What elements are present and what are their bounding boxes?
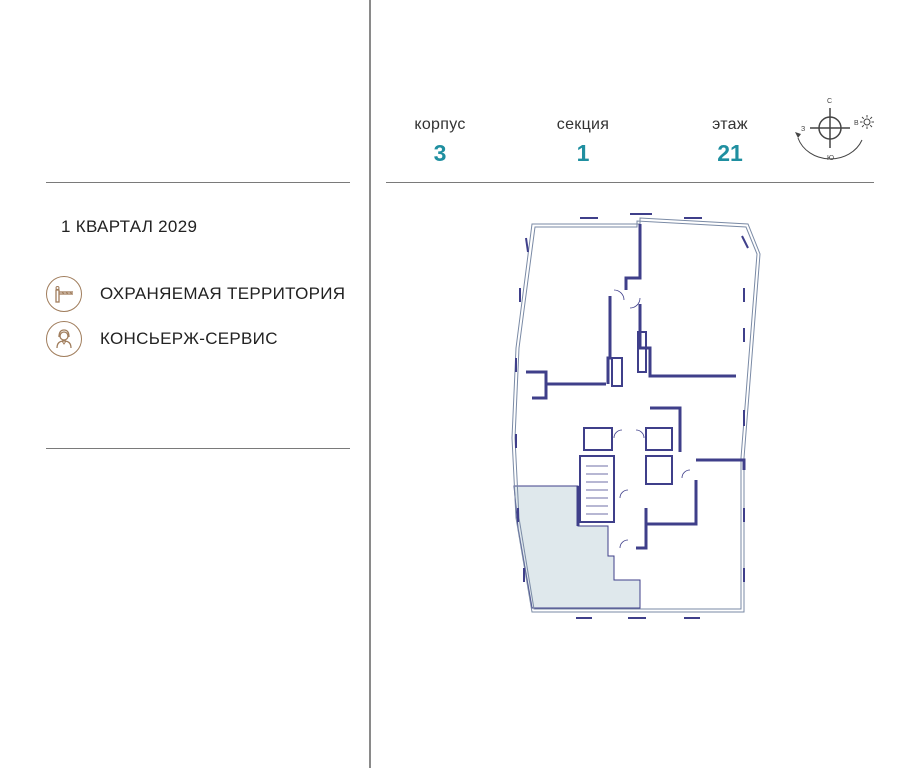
- building-value: 3: [433, 140, 447, 166]
- section-value: 1: [576, 140, 590, 166]
- feature-security-label: ОХРАНЯЕМАЯ ТЕРРИТОРИЯ: [100, 284, 346, 303]
- floor-label: этаж: [712, 116, 748, 133]
- info-panel: 1 КВАРТАЛ 2029 ОХРАНЯЕМАЯ ТЕРРИТОРИЯ: [0, 0, 369, 768]
- compass-west-label: З: [801, 126, 805, 133]
- concierge-icon: [46, 321, 82, 357]
- floor-stat: этаж 21: [670, 116, 790, 167]
- right-divider: [386, 182, 874, 183]
- section-stat: секция 1: [523, 116, 643, 167]
- compass-north-label: С: [827, 98, 832, 105]
- floor-plan: [496, 208, 776, 636]
- left-divider-bottom: [46, 448, 350, 449]
- sun-icon: [860, 115, 874, 129]
- feature-security: ОХРАНЯЕМАЯ ТЕРРИТОРИЯ: [46, 276, 345, 312]
- compass: С Ю З В: [790, 94, 880, 170]
- floor-value: 21: [717, 140, 743, 166]
- completion-date: 1 КВАРТАЛ 2029: [61, 217, 198, 236]
- building-label: корпус: [414, 116, 466, 133]
- left-divider-top: [46, 182, 350, 183]
- feature-concierge: КОНСЬЕРЖ-СЕРВИС: [46, 321, 278, 357]
- vertical-divider: [369, 0, 371, 768]
- barrier-gate-icon: [46, 276, 82, 312]
- section-label: секция: [556, 116, 610, 133]
- building-stat: корпус 3: [380, 116, 500, 167]
- compass-east-label: В: [854, 120, 859, 127]
- feature-concierge-label: КОНСЬЕРЖ-СЕРВИС: [100, 329, 278, 348]
- compass-south-label: Ю: [827, 155, 834, 162]
